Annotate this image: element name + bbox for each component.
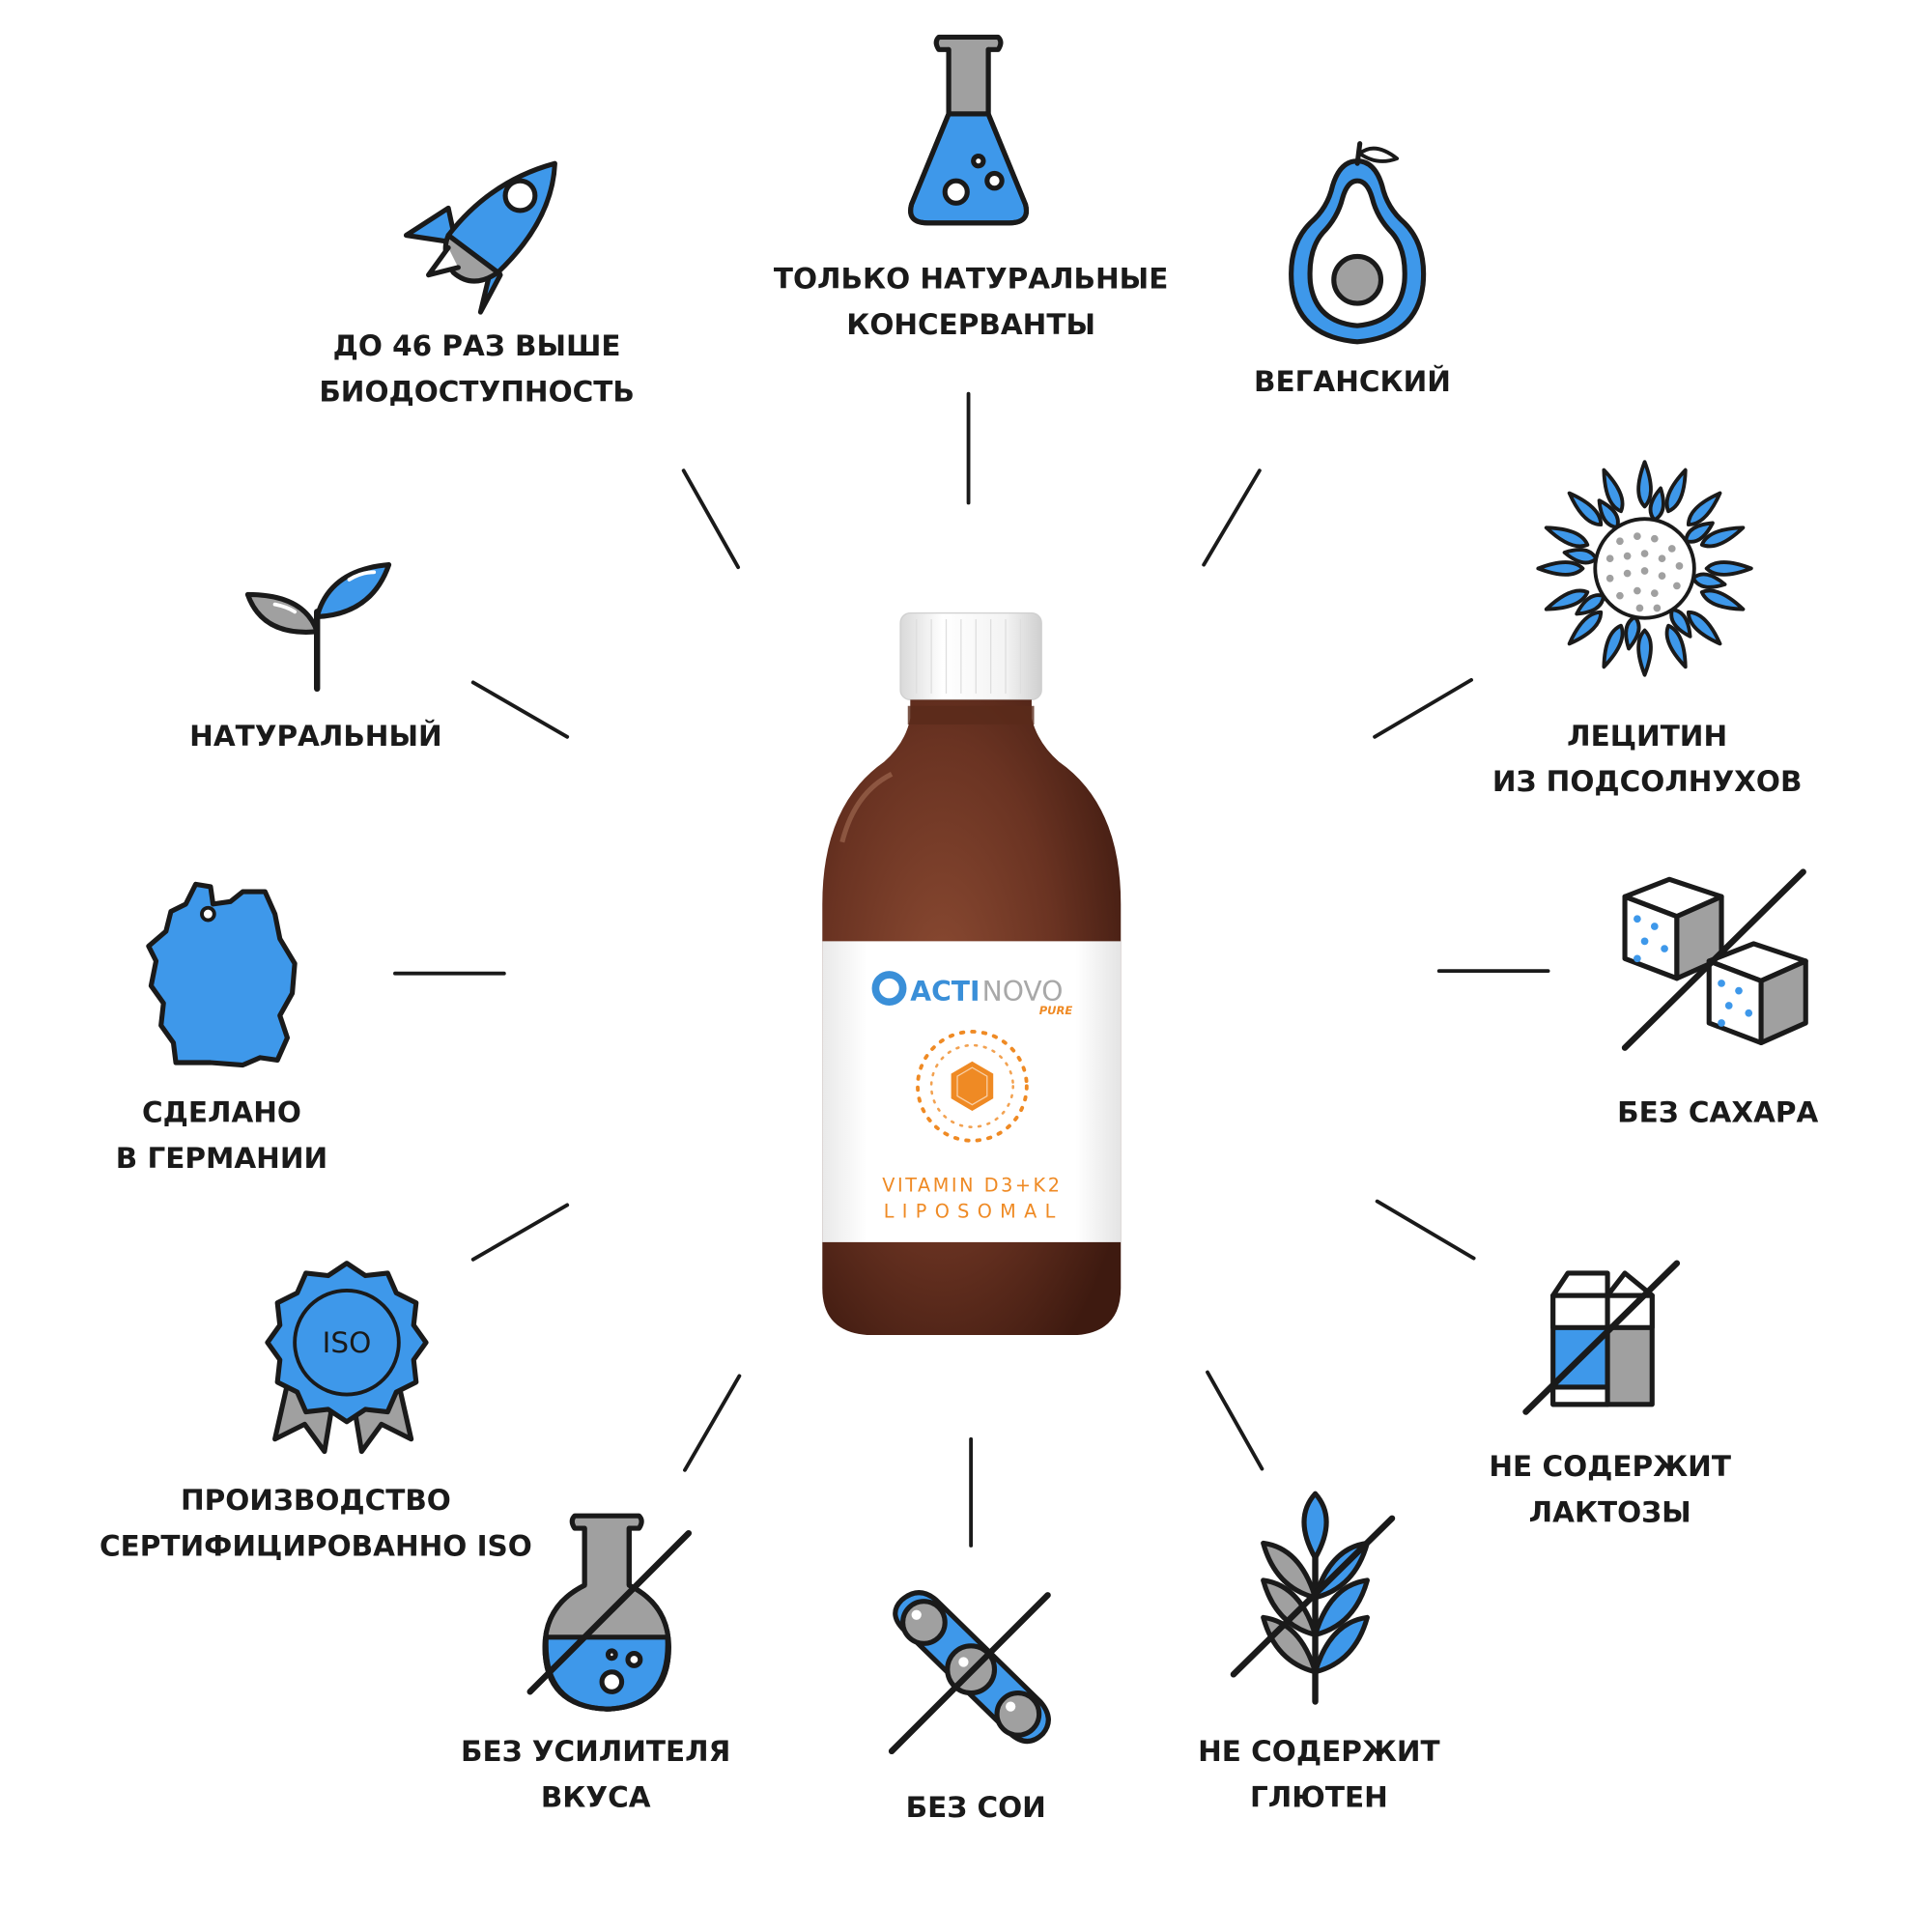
connector-line [1373, 677, 1473, 739]
feature-label: ЛАКТОЗЫ [1529, 1496, 1691, 1529]
feature-label: ТОЛЬКО НАТУРАЛЬНЫЕ [774, 263, 1168, 296]
feature-label: НЕ СОДЕРЖИТ [1489, 1450, 1731, 1483]
connector-lines [393, 391, 1550, 1548]
feature-label: СДЕЛАНО [142, 1096, 301, 1129]
connector-line [683, 1374, 742, 1472]
hexagon-emblem-icon [916, 1030, 1029, 1143]
feature-label: ЛЕЦИТИН [1567, 720, 1727, 753]
feature-label: НЕ СОДЕРЖИТ [1198, 1735, 1440, 1768]
brand-name-prefix: ACTI [910, 976, 980, 1008]
sprout-icon [244, 562, 392, 693]
brand-name-suffix: NOVO [982, 976, 1064, 1008]
avocado-icon [1289, 141, 1427, 345]
feature-label: БИОДОСТУПНОСТЬ [319, 375, 635, 408]
connector-line [470, 1203, 570, 1262]
connector-line [681, 469, 741, 570]
brand-logo-icon [871, 971, 907, 1007]
feature-label: ГЛЮТЕН [1250, 1781, 1388, 1814]
feature-label: БЕЗ СОИ [906, 1791, 1046, 1824]
rocket-icon [403, 160, 557, 315]
germany-map-icon [146, 881, 298, 1068]
no-lactose-icon [1522, 1260, 1681, 1415]
feature-label: БЕЗ САХАРА [1617, 1096, 1818, 1129]
feature-label: НАТУРАЛЬНЫЙ [189, 719, 441, 753]
feature-label: ИЗ ПОДСОЛНУХОВ [1492, 765, 1803, 798]
feature-label: БЕЗ УСИЛИТЕЛЯ [461, 1735, 730, 1768]
product-variant: LIPOSOMAL [884, 1200, 1064, 1222]
sunflower-icon [1536, 460, 1753, 677]
feature-label: ДО 46 РАЗ ВЫШЕ [333, 329, 621, 362]
connector-line [1206, 1370, 1264, 1471]
no-sugar-icon [1621, 868, 1808, 1051]
brand-sub: PURE [1039, 1004, 1073, 1017]
feature-label: ВКУСА [541, 1781, 651, 1814]
product-name: VITAMIN D3+K2 [882, 1174, 1062, 1196]
connector-line [1375, 1199, 1476, 1261]
feature-label: ПРОИЗВОДСТВО [181, 1484, 451, 1517]
product-bottle: ACTI NOVO PURE VITAMIN D3+K2 LIPOSOMAL [822, 611, 1122, 1336]
iso-badge-text: ISO [323, 1326, 372, 1359]
no-soy-icon [888, 1590, 1051, 1755]
no-gluten-icon [1230, 1491, 1396, 1705]
feature-label: ВЕГАНСКИЙ [1254, 364, 1451, 398]
no-flavor-enhancer-icon [526, 1513, 693, 1712]
feature-label: В ГЕРМАНИИ [116, 1142, 327, 1175]
connector-line [470, 680, 570, 739]
connector-line [1202, 469, 1262, 567]
feature-label: СЕРТИФИЦИРОВАННО ISO [99, 1529, 532, 1562]
iso-badge-icon [265, 1261, 429, 1455]
flask-icon [908, 34, 1029, 226]
feature-label: КОНСЕРВАНТЫ [846, 308, 1095, 341]
